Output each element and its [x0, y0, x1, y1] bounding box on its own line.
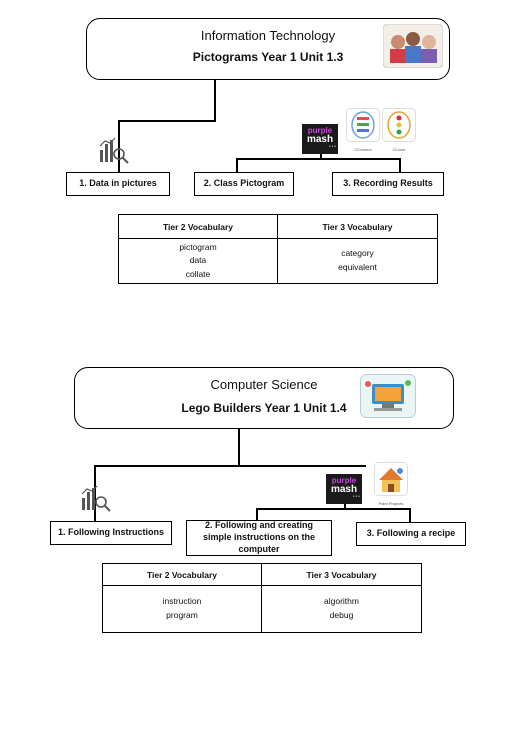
unit-1-step-3: 3. Recording Results: [332, 172, 444, 196]
connector: [94, 465, 366, 467]
connector: [256, 508, 258, 520]
unit-1-subject: Information Technology: [200, 28, 336, 43]
tier-2-header: Tier 2 Vocabulary: [103, 564, 262, 586]
bar-chart-magnifier-icon: [99, 137, 129, 164]
app-2count-icon: 2Count: [382, 108, 416, 152]
computer-illustration-image: [360, 374, 416, 418]
children-photo-image: [383, 24, 443, 68]
connector: [344, 500, 346, 508]
unit-1-step-1: 1. Data in pictures: [66, 172, 170, 196]
unit-1-vocab-table: Tier 2 Vocabulary Tier 3 Vocabulary pict…: [118, 214, 438, 284]
bar-chart-magnifier-icon: [81, 485, 111, 512]
tier-3-words: algorithm debug: [262, 586, 421, 632]
tier-3-words: category equivalent: [278, 239, 437, 283]
tier-3-header: Tier 3 Vocabulary: [278, 215, 437, 239]
tier-2-words: instruction program: [103, 586, 262, 632]
unit-2-step-3: 3. Following a recipe: [356, 522, 466, 546]
vocab-word: instruction: [162, 596, 202, 607]
tier-2-header: Tier 2 Vocabulary: [119, 215, 278, 239]
vocab-word: data: [189, 255, 207, 266]
purple-mash-logo: purple mash ● ● ●: [326, 474, 362, 504]
unit-2-title: Lego Builders Year 1 Unit 1.4: [181, 401, 347, 415]
unit-1-step-2: 2. Class Pictogram: [194, 172, 294, 196]
tier-2-words: pictogram data collate: [119, 239, 278, 283]
app-paint-projects-icon: Paint Projects: [374, 462, 408, 506]
vocab-word: collate: [185, 268, 211, 279]
connector: [409, 508, 411, 522]
connector: [118, 120, 120, 172]
connector: [399, 158, 401, 172]
purple-mash-logo: purple mash ● ● ●: [302, 124, 338, 154]
connector: [236, 158, 238, 172]
vocab-word: debug: [329, 610, 354, 620]
app-2connect-icon: 2Connect: [346, 108, 380, 152]
vocab-word: pictogram: [179, 241, 217, 252]
vocab-word: equivalent: [338, 262, 377, 272]
unit-2-subject: Computer Science: [210, 377, 318, 392]
vocab-word: category: [341, 248, 374, 259]
vocab-word: program: [166, 610, 198, 620]
unit-2-vocab-table: Tier 2 Vocabulary Tier 3 Vocabulary inst…: [102, 563, 422, 633]
connector: [256, 508, 410, 510]
tier-3-header: Tier 3 Vocabulary: [262, 564, 421, 586]
connector: [214, 80, 216, 120]
vocab-word: algorithm: [324, 596, 359, 607]
unit-1-title: Pictograms Year 1 Unit 1.3: [192, 50, 344, 64]
unit-2-step-1: 1. Following Instructions: [50, 521, 172, 545]
connector: [236, 158, 400, 160]
connector: [238, 429, 240, 465]
connector: [118, 120, 216, 122]
unit-2-step-2: 2. Following and creating simple instruc…: [186, 520, 332, 556]
